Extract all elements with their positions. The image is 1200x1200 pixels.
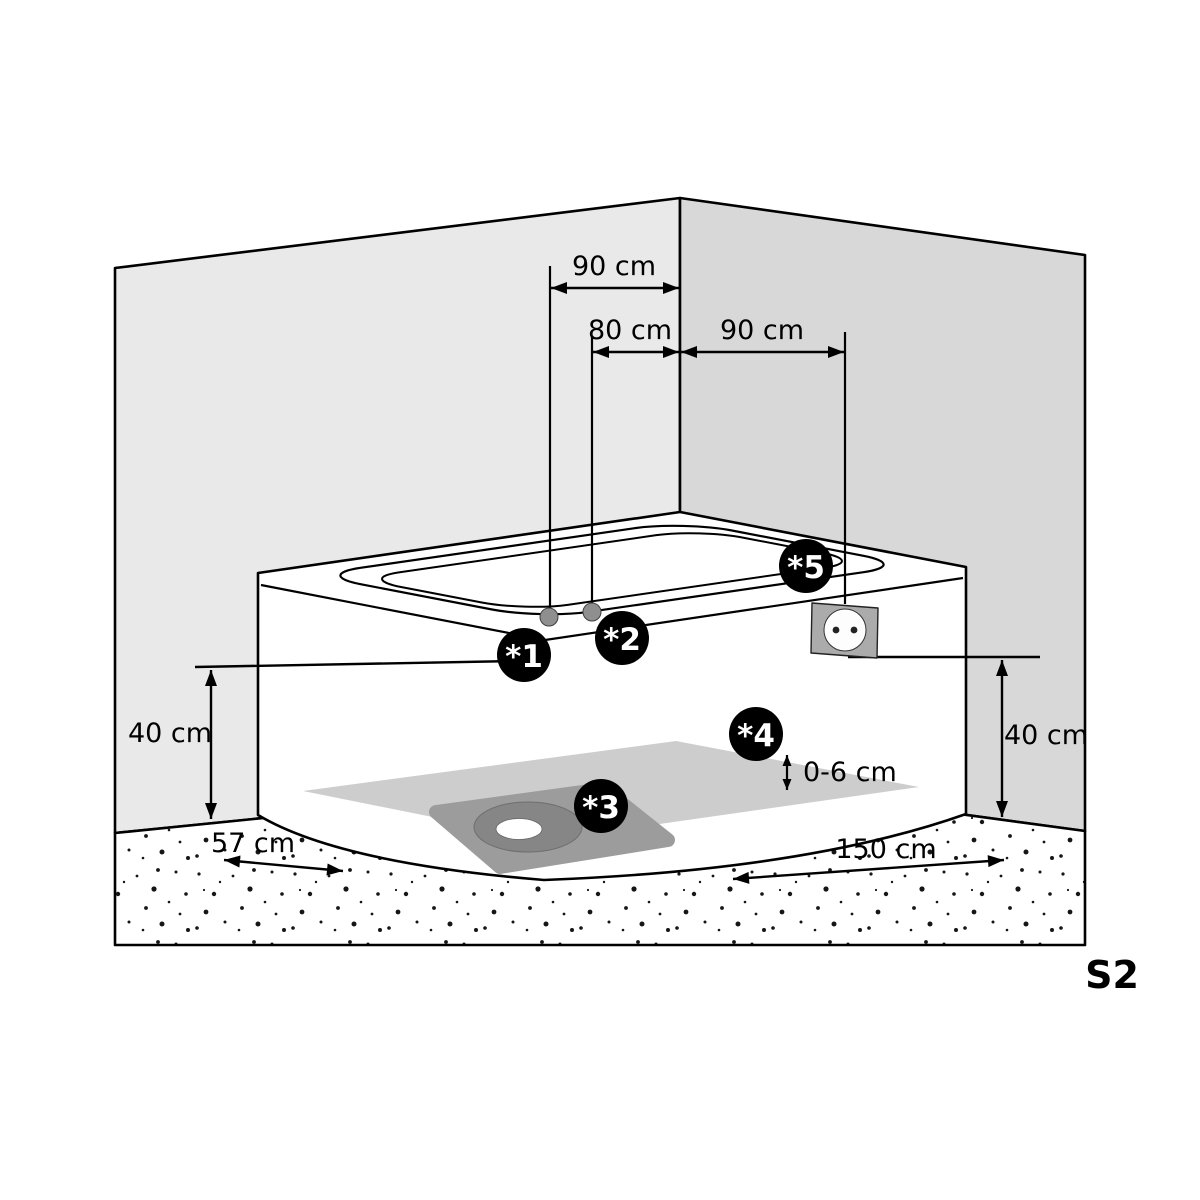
callout-5: *5 [779, 539, 833, 593]
dimension-40cm-right: 40 cm [996, 660, 1088, 817]
dimension-150cm: 150 cm [732, 834, 1005, 884]
callout-5-label: *5 [787, 550, 825, 586]
figure-code: S2 [1085, 953, 1139, 997]
callout-3-circle [574, 779, 628, 833]
dimension-57cm-label: 57 cm [211, 828, 295, 859]
fixture-dot-2 [582, 602, 602, 622]
dimension-80cm: 80 cm [588, 315, 679, 358]
callout-1-label: *1 [505, 639, 543, 675]
callout-4-circle [729, 707, 783, 761]
fixture-dot-1 [539, 607, 559, 627]
dimension-80cm-label: 80 cm [588, 315, 672, 346]
dimension-150cm-label: 150 cm [835, 834, 936, 865]
dimension-90cm-right: 90 cm [681, 315, 844, 358]
outlet-hole-left [832, 626, 840, 634]
callout-4-label: *4 [737, 718, 775, 754]
callout-3: *3 [574, 779, 628, 833]
power-outlet-icon [810, 602, 879, 659]
callout-1: *1 [497, 628, 551, 682]
dimension-90cm-right-label: 90 cm [720, 315, 804, 346]
outlet-hole-right [850, 626, 858, 634]
tub-rim-inner [357, 529, 868, 611]
dimension-40cm-right-label: 40 cm [1004, 720, 1088, 751]
callout-5-circle [779, 539, 833, 593]
dimension-line [223, 855, 344, 876]
callout-1-circle [497, 628, 551, 682]
callout-2-label: *2 [603, 622, 641, 658]
reference-line-left [194, 659, 517, 669]
dimension-40cm-left-label: 40 cm [128, 718, 212, 749]
drain-hole [495, 818, 543, 840]
dimension-0-6cm-label: 0-6 cm [803, 757, 897, 788]
callout-2: *2 [595, 611, 649, 665]
dimension-90cm-top: 90 cm [551, 251, 679, 294]
callout-4: *4 [729, 707, 783, 761]
outlet-face [823, 608, 867, 652]
dimension-0-6cm: 0-6 cm [782, 755, 897, 790]
dimension-line [732, 855, 1005, 884]
drain-icon [473, 801, 583, 853]
dimension-40cm-left: 40 cm [128, 670, 217, 819]
dimension-90cm-top-label: 90 cm [572, 251, 656, 282]
callout-3-label: *3 [582, 790, 620, 826]
callout-2-circle [595, 611, 649, 665]
dimension-57cm: 57 cm [211, 828, 344, 876]
